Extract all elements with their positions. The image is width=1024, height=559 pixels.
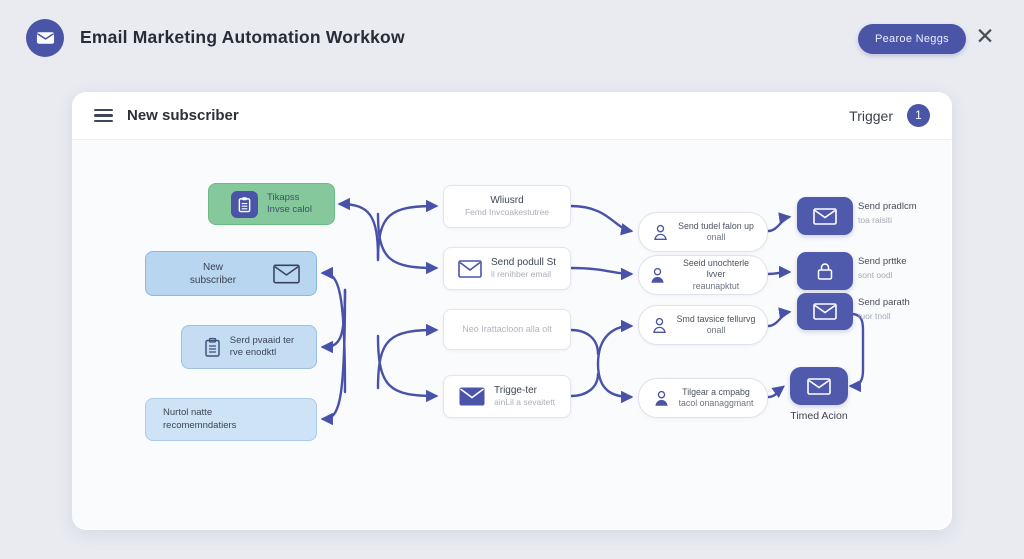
node-label: Trigge-ter — [494, 385, 537, 397]
menu-icon[interactable] — [94, 108, 113, 123]
envelope-icon — [273, 264, 300, 283]
node-label: Tilgear a cmpabg — [682, 386, 750, 397]
action-node-send-2[interactable] — [797, 252, 853, 290]
envelope-icon — [36, 32, 54, 44]
action-node-send-1[interactable] — [797, 197, 853, 235]
timed-action-label: Timed Acion — [790, 410, 848, 422]
node-label: Wliusrd — [490, 195, 524, 207]
node-label: Send podull St — [490, 257, 557, 269]
person-icon — [651, 267, 664, 283]
flow-connectors — [320, 197, 865, 426]
envelope-icon — [807, 377, 831, 395]
page-title: Email Marketing Automation Workkow — [80, 27, 405, 47]
action-node-send-3[interactable] — [797, 293, 853, 330]
workflow-panel: New subscriber Trigger 1 — [72, 92, 952, 530]
envelope-icon — [813, 303, 837, 320]
person-icon — [654, 224, 667, 240]
envelope-icon — [458, 259, 482, 278]
envelope-icon — [459, 387, 485, 406]
envelope-icon — [813, 207, 837, 225]
node-label: Send tudel falon up — [678, 220, 754, 231]
trigger-label: Trigger — [849, 107, 893, 124]
person-icon — [654, 390, 668, 406]
lock-icon — [817, 262, 833, 280]
primary-action-button[interactable]: Pearoe Neggs — [858, 24, 966, 54]
node-label: Nurtol natte — [163, 407, 213, 419]
action-node-timed[interactable] — [790, 367, 848, 405]
node-label: New — [202, 261, 223, 273]
node-label: Serd pvaaid ter — [229, 334, 295, 346]
node-label: Seeid unochterle lvver — [682, 257, 750, 280]
person-icon — [652, 317, 666, 333]
trigger-count-badge: 1 — [907, 104, 930, 127]
close-icon[interactable]: ✕ — [975, 23, 995, 49]
flow-node-transaction[interactable]: Neo Irattacloon alla olt — [443, 309, 571, 350]
clipboard-icon — [205, 337, 220, 357]
node-label: Tikapss — [267, 191, 300, 203]
top-bar: Email Marketing Automation Workkow Pearo… — [0, 0, 1024, 76]
node-label: Smd tavsice fellurvg — [676, 313, 756, 324]
panel-title: New subscriber — [127, 107, 239, 124]
node-label: Neo Irattacloon alla olt — [462, 323, 552, 334]
clipboard-icon — [231, 190, 259, 218]
email-app-icon — [26, 19, 64, 57]
panel-header: New subscriber Trigger 1 — [72, 92, 952, 140]
